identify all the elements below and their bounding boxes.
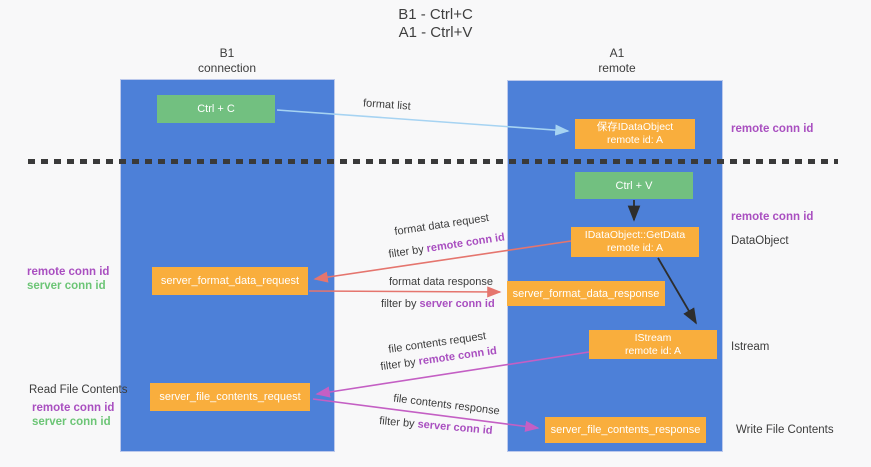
filter-key-remote-conn-id: remote conn id <box>425 231 506 255</box>
ctrl-c-label: Ctrl + C <box>197 103 235 115</box>
server-file-contents-request-box: server_file_contents_request <box>150 383 310 411</box>
filter-key-server-conn-id: server conn id <box>417 418 494 437</box>
istream-side-label: Istream <box>731 341 770 353</box>
idataobject-getdata-box: IDataObject::GetData remote id: A <box>571 227 699 257</box>
file-response-label: server_file_contents_response <box>550 424 701 436</box>
format-request-label: server_format_data_request <box>160 275 300 287</box>
right-remote-conn-id-mid: remote conn id <box>731 211 814 223</box>
ctrl-v-label: Ctrl + V <box>615 179 653 192</box>
istream-line2: remote id: A <box>624 344 682 357</box>
save-idataobject-line2: remote id: A <box>606 134 664 146</box>
format-list-label: format list <box>362 97 412 113</box>
title-line-2: A1 - Ctrl+V <box>398 24 473 41</box>
server-format-data-response-box: server_format_data_response <box>507 281 665 306</box>
left-server-conn-id-mid: server conn id <box>27 280 106 292</box>
filter-by-text: filter by <box>381 298 420 310</box>
filter-by-text: filter by <box>387 243 428 261</box>
format-data-response-arrow <box>308 286 502 298</box>
left-column-name: B1 <box>219 46 235 60</box>
filter-by-text: filter by <box>379 355 420 374</box>
server-format-data-request-box: server_format_data_request <box>152 267 308 295</box>
left-column-header: B1 connection <box>157 46 297 76</box>
right-column-role: remote <box>598 61 636 75</box>
right-column-name: A1 <box>609 46 625 60</box>
title-line-1: B1 - Ctrl+C <box>398 6 473 23</box>
diagram-title: B1 - Ctrl+C A1 - Ctrl+V <box>0 6 871 42</box>
format-data-request-label: format data request <box>393 212 490 238</box>
right-column-header: A1 remote <box>547 46 687 76</box>
left-remote-conn-id-bottom: remote conn id <box>32 402 115 414</box>
save-idataobject-box: 保存IDataObject remote id: A <box>575 119 695 149</box>
dataobject-label: DataObject <box>731 235 789 247</box>
getdata-line1: IDataObject::GetData <box>584 229 686 241</box>
save-idataobject-line1: 保存IDataObject <box>596 121 674 133</box>
format-response-label: server_format_data_response <box>512 287 660 300</box>
right-remote-conn-id-top: remote conn id <box>731 123 814 135</box>
file-contents-response-filter: filter by server conn id <box>379 415 493 437</box>
format-data-response-label: format data response <box>389 276 493 288</box>
getdata-line2: remote id: A <box>606 242 664 254</box>
filter-key-server-conn-id: server conn id <box>419 298 495 310</box>
write-file-contents-label: Write File Contents <box>736 424 834 436</box>
istream-box: IStream remote id: A <box>589 330 717 359</box>
istream-line1: IStream <box>634 331 672 344</box>
server-file-contents-response-box: server_file_contents_response <box>545 417 706 443</box>
file-request-label: server_file_contents_request <box>159 391 301 403</box>
format-data-response-filter: filter by server conn id <box>381 298 495 310</box>
left-column-role: connection <box>197 61 257 75</box>
ctrl-c-box: Ctrl + C <box>157 95 275 123</box>
filter-by-text: filter by <box>378 415 419 431</box>
left-server-conn-id-bottom: server conn id <box>32 416 111 428</box>
read-file-contents-label: Read File Contents <box>29 384 128 396</box>
left-remote-conn-id-mid: remote conn id <box>27 266 110 278</box>
file-contents-response-label: file contents response <box>392 392 501 418</box>
dashed-divider <box>28 159 838 164</box>
ctrl-v-box: Ctrl + V <box>575 172 693 199</box>
